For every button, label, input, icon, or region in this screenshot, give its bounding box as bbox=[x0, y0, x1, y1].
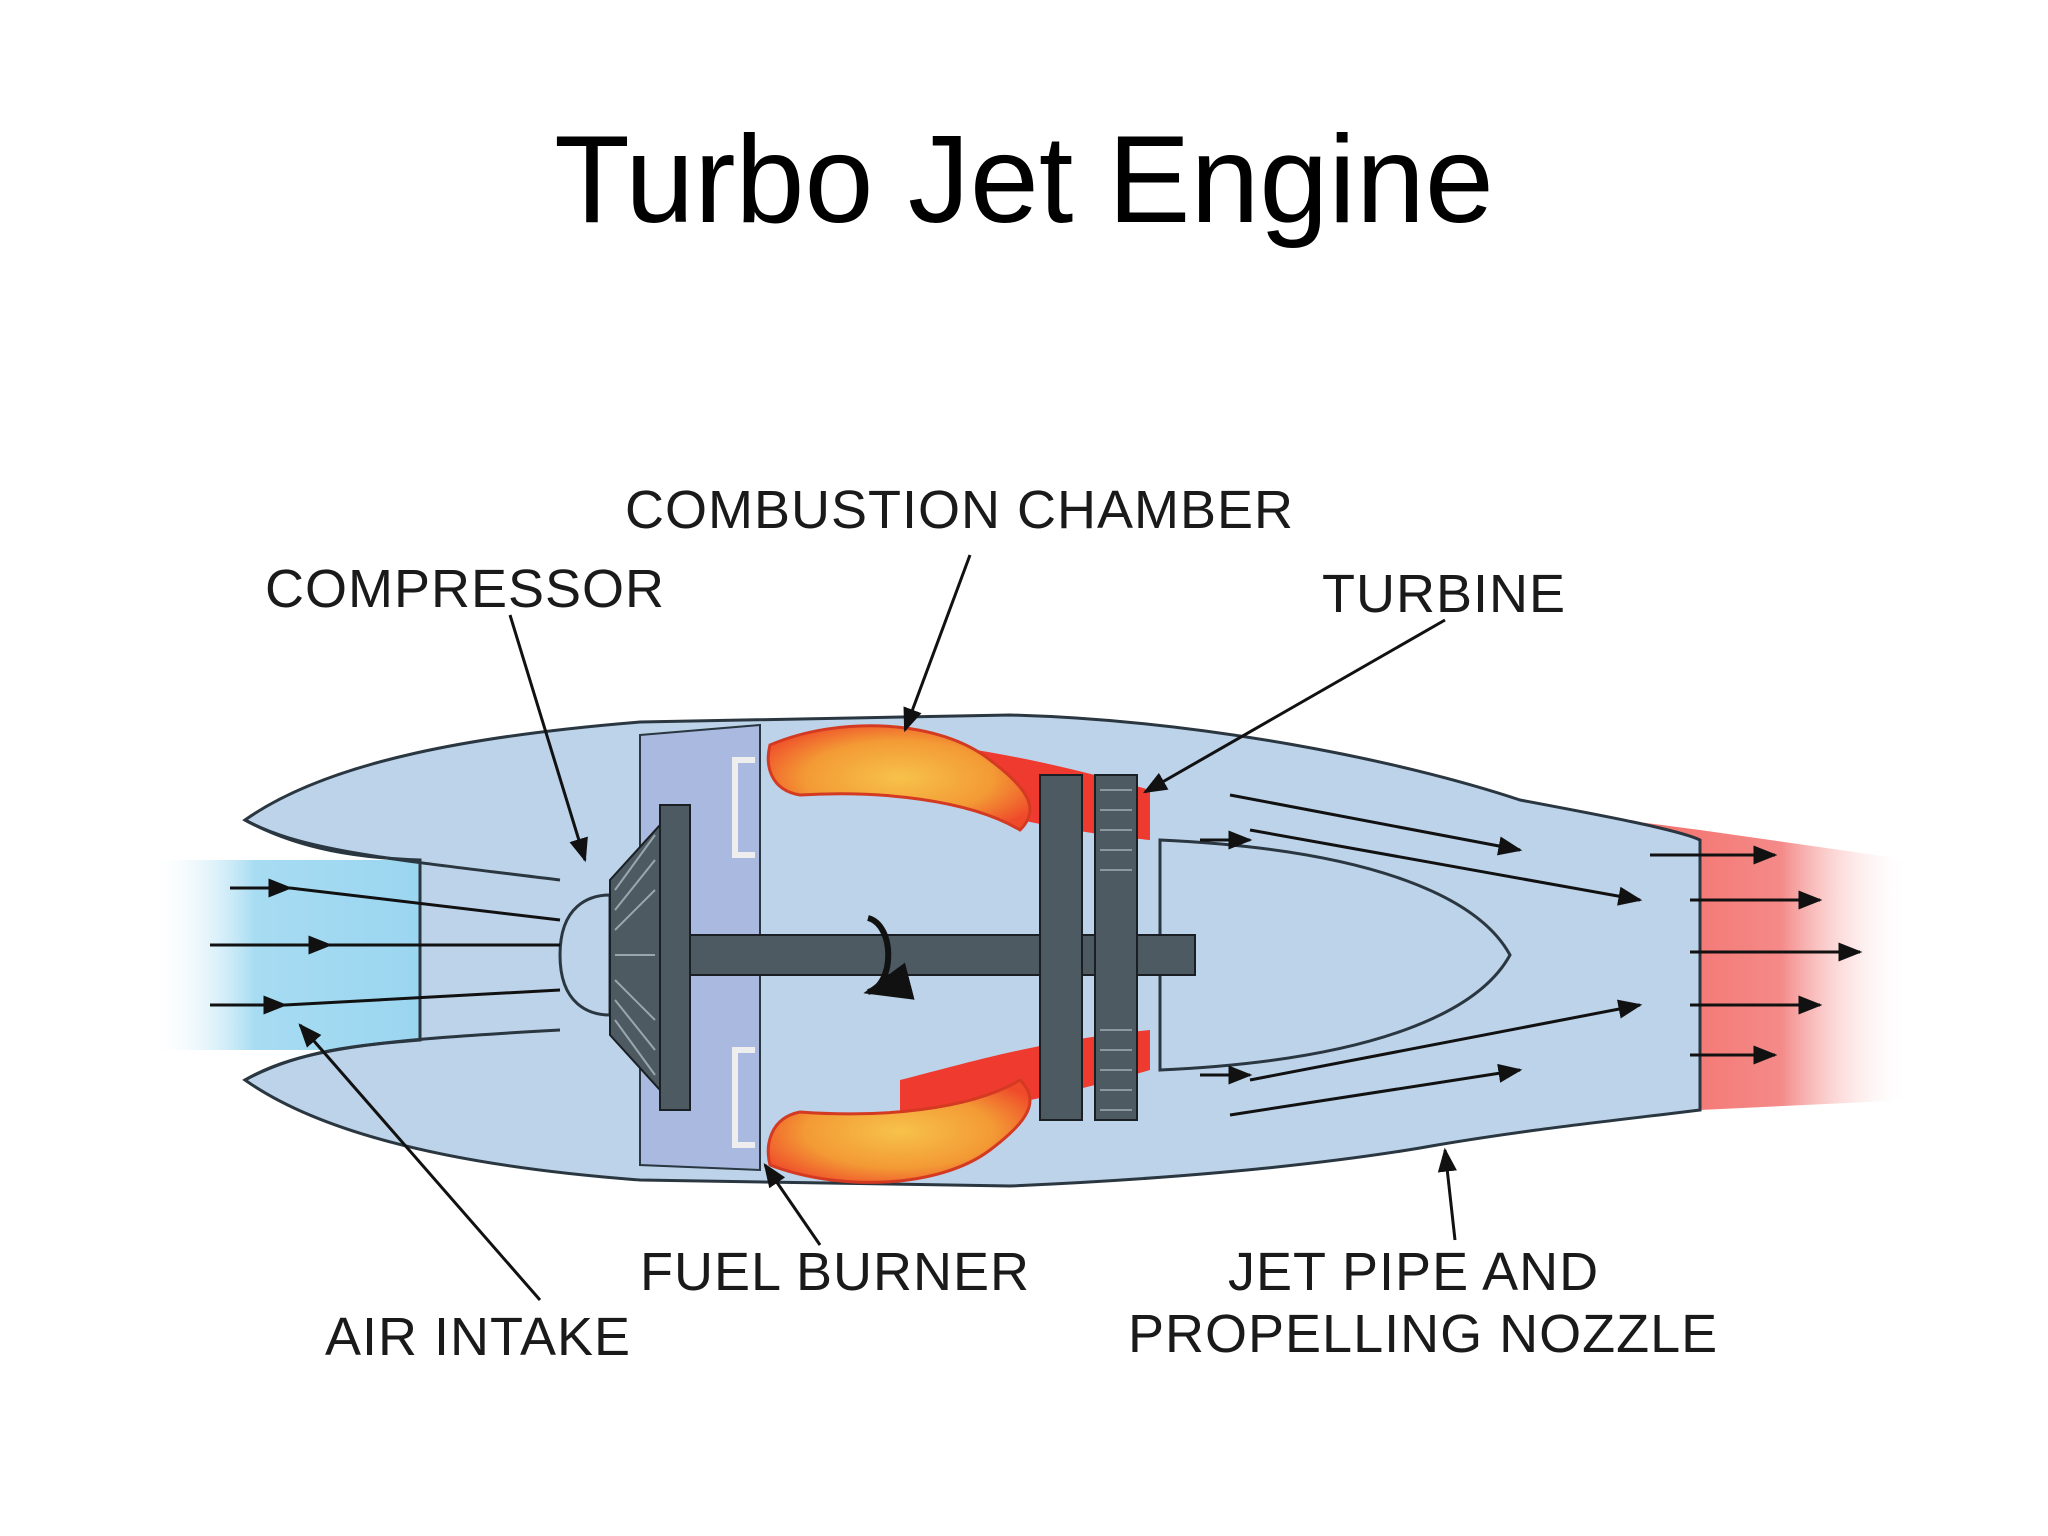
label-combustion-chamber: COMBUSTION CHAMBER bbox=[625, 480, 1294, 540]
turbine-disc-2 bbox=[1094, 774, 1138, 1121]
compressor-disc bbox=[659, 804, 691, 1111]
intake-lip-bottom bbox=[244, 1028, 561, 1082]
label-jet-pipe-line1: JET PIPE AND bbox=[1228, 1242, 1599, 1302]
intake-lip-top bbox=[244, 818, 561, 882]
leader-compressor bbox=[508, 614, 588, 863]
inner-cone bbox=[1158, 838, 1512, 1072]
label-compressor: COMPRESSOR bbox=[265, 559, 665, 619]
hot-gas-bottom bbox=[900, 1030, 1150, 1120]
compressor-blades bbox=[614, 834, 656, 1076]
exhaust-flow-arrows bbox=[1200, 793, 1863, 1117]
leader-combustion bbox=[903, 554, 972, 733]
turbine-blades bbox=[1100, 789, 1132, 1111]
leader-turbine bbox=[1142, 618, 1446, 794]
leader-fuel-burner bbox=[763, 1163, 822, 1246]
flame-bottom bbox=[766, 1078, 1032, 1184]
burner-bottom bbox=[732, 1047, 755, 1148]
turbine-disc-1 bbox=[1039, 774, 1083, 1121]
rotation-arrow bbox=[863, 915, 915, 1000]
flame-top bbox=[766, 724, 1032, 832]
leader-air-intake bbox=[298, 1023, 542, 1301]
burner-top bbox=[732, 757, 755, 858]
label-air-intake: AIR INTAKE bbox=[325, 1307, 631, 1367]
intake-flow-arrows bbox=[210, 878, 561, 1015]
page-title: Turbo Jet Engine bbox=[554, 111, 1494, 249]
label-turbine: TURBINE bbox=[1322, 564, 1566, 624]
label-fuel-burner: FUEL BURNER bbox=[640, 1242, 1030, 1302]
leader-jet-pipe bbox=[1437, 1147, 1457, 1241]
label-jet-pipe-line2: PROPELLING NOZZLE bbox=[1128, 1304, 1718, 1364]
